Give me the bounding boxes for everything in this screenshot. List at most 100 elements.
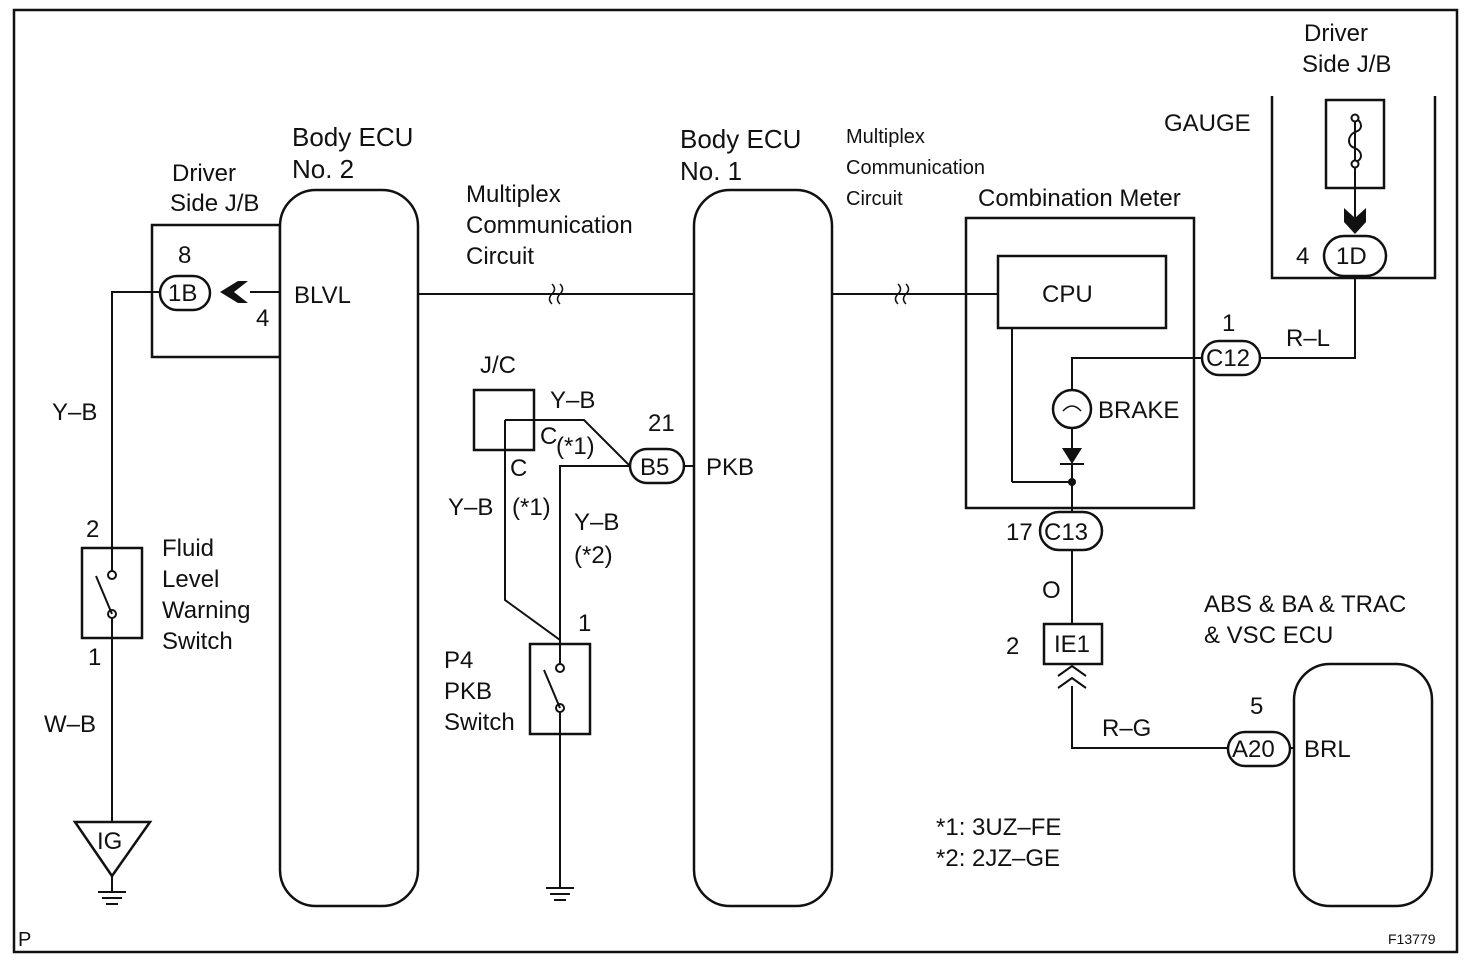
connector-1d: [1322, 234, 1388, 278]
combination-meter-box: [964, 216, 1196, 510]
cpu-box: [996, 254, 1168, 330]
wire-label-yb-left: Y–B: [52, 399, 97, 426]
diagram-frame: [12, 8, 1459, 954]
gauge-fuse-box: [1324, 98, 1386, 190]
break-mark-left: [548, 283, 564, 305]
wire-jc-yb-left: [504, 420, 561, 641]
jc-note-top: (*1): [556, 433, 595, 460]
driver-jb-left-title-1: Driver: [172, 160, 236, 187]
body-ecu-1-terminal: PKB: [706, 454, 754, 481]
pkb-switch-line-1: P4: [444, 647, 473, 674]
junction-dot: [1068, 478, 1076, 486]
figure-code: F13779: [1388, 931, 1436, 947]
c13-label: C13: [1044, 519, 1088, 546]
connector-1b-pin-top: 8: [178, 242, 191, 269]
connector-ie1-arrow: [1057, 664, 1087, 689]
gauge-fuse-icon: [1348, 117, 1362, 163]
body-ecu-1-box: [692, 188, 834, 908]
brake-lamp-icon: [1051, 388, 1093, 430]
ig-label: IG: [97, 828, 122, 855]
connector-1b-label: 1B: [168, 280, 197, 307]
driver-jb-right-title-2: Side J/B: [1302, 51, 1391, 78]
ie1-label: IE1: [1054, 631, 1090, 658]
connector-1d-arrow: [1344, 208, 1366, 234]
wire-rg: [1071, 686, 1228, 749]
multiplex-right-line-2: Communication: [846, 157, 985, 179]
multiplex-right-line-3: Circuit: [846, 188, 903, 210]
fuse-terminal-top: [1350, 113, 1360, 123]
connector-1b: [158, 274, 212, 312]
fuse-terminal-bottom: [1350, 159, 1360, 169]
connector-a20: [1226, 730, 1292, 768]
engine-note-1: *1: 3UZ–FE: [936, 814, 1061, 841]
fluid-switch-pin-top: 2: [86, 516, 99, 543]
wire-label-rg: R–G: [1102, 715, 1151, 742]
body-ecu-2-title-1: Body ECU: [292, 122, 413, 152]
ie1-pin: 2: [1006, 633, 1019, 660]
fluid-switch-line-4: Switch: [162, 628, 233, 655]
gauge-fuse-label: GAUGE: [1164, 110, 1251, 137]
body-ecu-2-terminal: BLVL: [294, 282, 351, 309]
ground-icon-left: [98, 891, 126, 905]
b5-label: B5: [640, 454, 669, 481]
corner-label-left: P: [18, 929, 31, 951]
multiplex-left-line-2: Communication: [466, 212, 633, 239]
c13-pin: 17: [1006, 519, 1033, 546]
wire-jc-yb-right: [559, 465, 630, 640]
connector-1d-pin: 4: [1296, 243, 1309, 270]
connector-c12: [1200, 339, 1262, 377]
multiplex-left-line-3: Circuit: [466, 243, 534, 270]
wire-label-yb-right: Y–B: [574, 509, 619, 536]
fluid-switch-line-3: Warning: [162, 597, 250, 624]
body-ecu-1-title-1: Body ECU: [680, 124, 801, 154]
wire-label-yb-jc-left: Y–B: [448, 494, 493, 521]
body-ecu-2-box: [278, 188, 420, 908]
combination-meter-title: Combination Meter: [978, 185, 1181, 212]
diode-icon: [1062, 448, 1082, 464]
jc-note-left: (*1): [512, 494, 551, 521]
pkb-switch-pin: 1: [578, 610, 591, 637]
wire-label-wb: W–B: [44, 711, 96, 738]
body-ecu-2-title-2: No. 2: [292, 154, 354, 184]
multiplex-left-line-1: Multiplex: [466, 181, 561, 208]
wire-c12-to-brake: [1071, 357, 1202, 390]
pkb-switch-line-2: PKB: [444, 678, 492, 705]
jc-c-top: C: [540, 423, 557, 450]
abs-ecu-box: [1292, 662, 1434, 908]
wire-jc-yb-top: [505, 419, 631, 467]
pkb-switch-lever: [543, 669, 561, 709]
fluid-switch-pin-bottom: 1: [88, 644, 101, 671]
driver-jb-right-box: [1270, 96, 1437, 280]
connector-b5: [628, 447, 686, 485]
fluid-switch-lever: [95, 575, 113, 615]
abs-ecu-title-2: & VSC ECU: [1204, 622, 1333, 649]
wire-rl: [1260, 276, 1356, 359]
ig-source-icon: [72, 820, 153, 879]
break-mark-right: [894, 283, 910, 305]
connector-1d-label: 1D: [1336, 243, 1367, 270]
wire-label-yb-jc-top: Y–B: [550, 387, 595, 414]
brake-lamp-filament: [1062, 405, 1082, 412]
engine-note-2: *2: 2JZ–GE: [936, 845, 1060, 872]
driver-jb-right-title-1: Driver: [1304, 20, 1368, 47]
cpu-label: CPU: [1042, 281, 1093, 308]
c12-label: C12: [1206, 345, 1250, 372]
abs-ecu-terminal: BRL: [1304, 736, 1351, 763]
wire-label-rl: R–L: [1286, 325, 1330, 352]
wire-label-note2: (*2): [574, 542, 613, 569]
body-ecu-1-title-2: No. 1: [680, 156, 742, 186]
abs-ecu-title-1: ABS & BA & TRAC: [1204, 591, 1406, 618]
ground-icon-pkb: [546, 887, 574, 901]
jc-c-bottom: C: [510, 455, 527, 482]
jc-box: [472, 388, 536, 452]
pkb-switch-line-3: Switch: [444, 709, 515, 736]
fluid-switch-line-1: Fluid: [162, 535, 214, 562]
fluid-switch-line-2: Level: [162, 566, 219, 593]
multiplex-right-line-1: Multiplex: [846, 126, 925, 148]
connector-c13: [1038, 510, 1104, 552]
jc-label: J/C: [480, 352, 516, 379]
fluid-switch-contact-top: [107, 570, 117, 580]
connector-ie1: [1042, 622, 1104, 666]
pkb-switch-contact-top: [555, 663, 565, 673]
